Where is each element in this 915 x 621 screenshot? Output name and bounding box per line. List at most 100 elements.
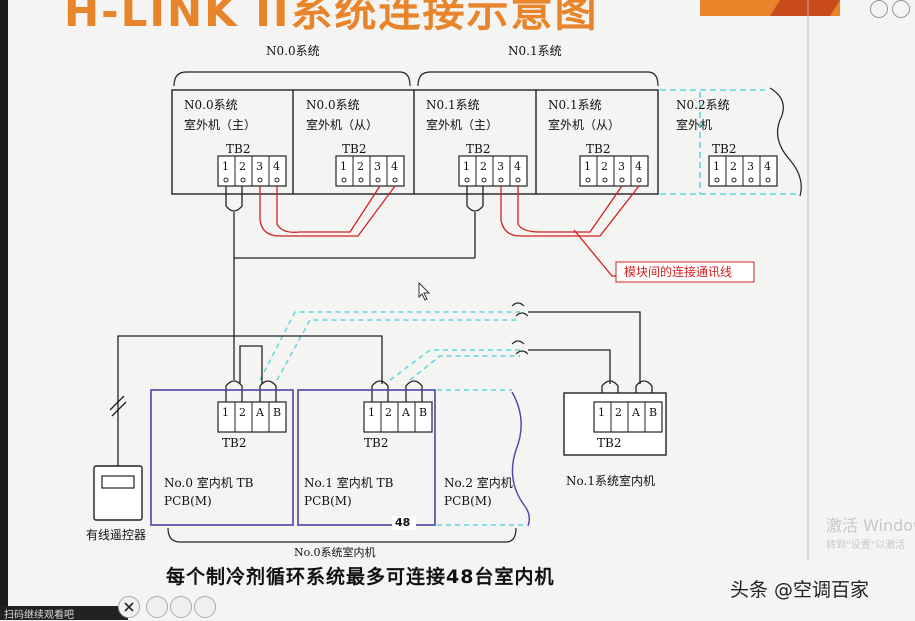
activation-watermark: 激活 Windows: [826, 516, 915, 535]
break-marks: [511, 302, 529, 355]
indoor-unit-1-line1: No.1 室内机 TB: [304, 476, 394, 490]
group-brace-no1: [417, 71, 659, 87]
outdoor-units-frame: [171, 89, 659, 195]
terminal-label: 3: [618, 160, 625, 173]
bottom-caption: 每个制冷剂循环系统最多可连接48台室内机: [166, 566, 555, 588]
indoor-unit-2-line2: PCB(M): [444, 494, 492, 508]
indoor-unit-2-torn-edge: [511, 391, 531, 527]
remote-screen: [101, 475, 135, 489]
outdoor-unit-4-tb: TB2: [712, 142, 737, 156]
top-deco-banner: [700, 0, 840, 16]
fullscreen-icon[interactable]: [146, 596, 168, 618]
terminal-label: 1: [463, 160, 470, 173]
indoor-terminal-label: B: [273, 406, 282, 419]
terminal-label: 2: [239, 160, 246, 173]
activation-watermark-sub: 转到"设置"以激活: [826, 540, 906, 551]
count-badge: 48: [395, 516, 411, 529]
indoor-terminal-label: B: [649, 406, 658, 419]
terminal-label: 1: [222, 160, 229, 173]
outdoor-unit-0-tb: TB2: [226, 142, 251, 156]
remote-wires: [109, 335, 383, 466]
terminal-label: 2: [480, 160, 487, 173]
window-circle-button-2[interactable]: [892, 0, 910, 18]
terminal-label: 2: [730, 160, 737, 173]
outdoor-unit-2-tb: TB2: [466, 142, 491, 156]
module-link-label: 模块间的连接通讯线: [624, 265, 733, 279]
indoor-unit-1-line2: PCB(M): [304, 494, 352, 508]
no2-dashed-links: [259, 311, 527, 526]
no0-indoor-brace: [167, 527, 517, 543]
outdoor-unit-0-line2: 室外机（主）: [184, 118, 257, 132]
group-brace-no0: [173, 71, 411, 87]
red-module-links: [259, 185, 640, 277]
mouse-cursor-icon: [418, 282, 431, 301]
indoor-unit-1-tb: TB2: [364, 436, 389, 450]
terminal-label: 2: [357, 160, 364, 173]
qr-prompt-text: 扫码继续观看吧: [4, 610, 74, 621]
indoor-unit-0-frame: [150, 389, 294, 526]
terminal-label: 4: [764, 160, 771, 173]
page-title: H-LINK II系统连接示意图: [64, 0, 599, 36]
outdoor-terminal-dividers: [234, 156, 761, 186]
indoor-unit-0-line2: PCB(M): [164, 494, 212, 508]
indoor-terminal-label: 1: [222, 406, 229, 419]
indoor-terminal-label: A: [402, 406, 410, 419]
indoor-terminal-label: 2: [385, 406, 392, 419]
minus-icon[interactable]: [194, 596, 216, 618]
indoor-unit-2-line1: No.2 室内机: [444, 476, 513, 490]
no0-indoor-group-label: No.0系统室内机: [294, 546, 376, 559]
indoor-terminal-label: A: [632, 406, 640, 419]
brand-watermark: 头条 @空调百家: [730, 579, 870, 601]
terminal-label: 4: [273, 160, 280, 173]
group-label-no0: N0.0系统: [266, 44, 320, 58]
terminal-label: 3: [256, 160, 263, 173]
no1-indoor-tb: TB2: [597, 436, 622, 450]
terminal-label: 1: [713, 160, 720, 173]
indoor-terminal-label: 1: [598, 406, 605, 419]
bottom-toolbar: 扫码继续观看吧: [0, 594, 230, 621]
outdoor-unit-3-line1: N0.1系统: [548, 98, 602, 112]
qr-prompt-bar[interactable]: 扫码继续观看吧: [0, 606, 128, 621]
remote-label: 有线遥控器: [86, 528, 147, 542]
terminal-label: 2: [601, 160, 608, 173]
terminal-label: 4: [391, 160, 398, 173]
outdoor-unit-1-line2: 室外机（从）: [306, 118, 379, 132]
indoor-terminal-label: 1: [368, 406, 375, 419]
outdoor-unit-2-line1: N0.1系统: [426, 98, 480, 112]
outdoor-bus-lines: [225, 186, 484, 380]
remote-controller: [93, 465, 143, 521]
terminal-label: 4: [514, 160, 521, 173]
outdoor-unit-3-tb: TB2: [586, 142, 611, 156]
outdoor-unit-0-line1: N0.0系统: [184, 98, 238, 112]
indoor-unit-0-line1: No.0 室内机 TB: [164, 476, 254, 490]
outdoor-terminal-screws: [223, 177, 771, 183]
window-circle-button[interactable]: [870, 0, 888, 18]
terminal-label: 3: [747, 160, 754, 173]
red-label-frame: [615, 261, 755, 283]
indoor-unit-1-frame: [297, 389, 436, 526]
group-label-no1: N0.1系统: [508, 44, 562, 58]
close-icon[interactable]: [118, 596, 140, 618]
count-badge-bg: [392, 516, 416, 530]
no2-outdoor-frame: [660, 89, 800, 195]
outdoor-unit-4-line1: N0.2系统: [676, 98, 730, 112]
zoom-icon[interactable]: [170, 596, 192, 618]
no1-system-links: [528, 311, 641, 384]
indoor-terminal-label: 2: [615, 406, 622, 419]
outdoor-unit-1-tb: TB2: [342, 142, 367, 156]
indoor-terminal-label: A: [256, 406, 264, 419]
terminal-label: 1: [584, 160, 591, 173]
indoor-terminal-label: B: [419, 406, 428, 419]
terminal-label: 1: [340, 160, 347, 173]
terminal-label: 4: [635, 160, 642, 173]
outdoor-unit-2-line2: 室外机（主）: [426, 118, 499, 132]
indoor-terminal-label: 2: [239, 406, 246, 419]
terminal-label: 3: [374, 160, 381, 173]
outdoor-unit-3-line2: 室外机（从）: [548, 118, 621, 132]
outdoor-unit-4-line2: 室外机: [676, 118, 713, 132]
no2-torn-edge: [769, 87, 802, 197]
terminal-label: 3: [497, 160, 504, 173]
indoor-unit-0-tb: TB2: [222, 436, 247, 450]
indoor-terminal-dividers: [234, 402, 646, 432]
